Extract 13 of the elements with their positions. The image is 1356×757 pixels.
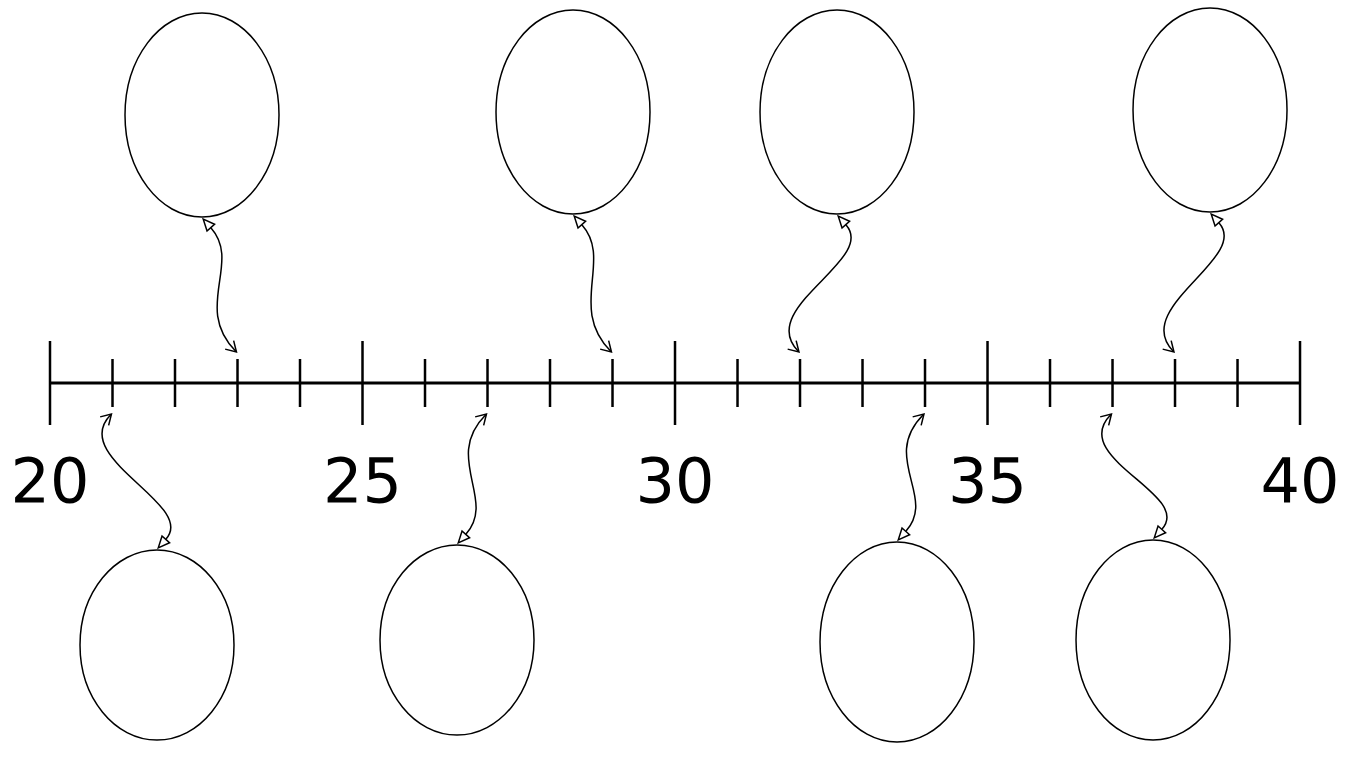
balloon (379, 544, 535, 736)
balloon (124, 12, 280, 218)
axis-number: 40 (1263, 456, 1336, 504)
axis-number: 30 (640, 456, 711, 504)
balloon (79, 549, 235, 741)
balloon (1075, 539, 1231, 741)
balloon (819, 541, 975, 743)
balloon (759, 9, 915, 215)
axis-number: 35 (952, 456, 1022, 504)
axis-number: 25 (327, 456, 397, 504)
balloon (495, 9, 651, 215)
balloon (1132, 7, 1288, 213)
axis-number: 20 (15, 456, 86, 504)
